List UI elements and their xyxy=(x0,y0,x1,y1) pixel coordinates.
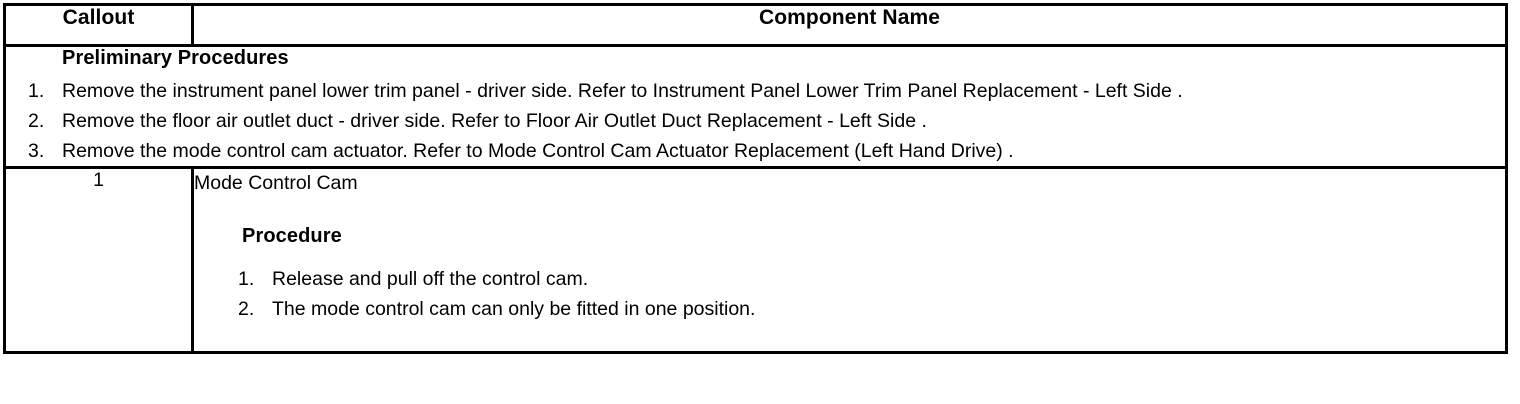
list-item-number: 1. xyxy=(28,80,45,102)
list-item-text: The mode control cam can only be fitted … xyxy=(272,298,756,320)
component-name-text: Mode Control Cam xyxy=(194,172,358,194)
preliminary-procedures-row: Preliminary Procedures 1. Remove the ins… xyxy=(3,44,1508,169)
component-detail-cell: Mode Control Cam Procedure 1. Release an… xyxy=(191,166,1508,354)
column-header-component-name: Component Name xyxy=(191,3,1508,47)
procedure-steps-list: 1. Release and pull off the control cam.… xyxy=(194,264,1505,324)
list-item-number: 1. xyxy=(238,268,255,290)
list-item: 3. Remove the mode control cam actuator.… xyxy=(6,136,1505,166)
list-item: 2. The mode control cam can only be fitt… xyxy=(194,294,1505,324)
list-item-text: Remove the mode control cam actuator. Re… xyxy=(62,140,1014,162)
list-item: 1. Release and pull off the control cam. xyxy=(194,264,1505,294)
list-item-number: 3. xyxy=(28,140,45,162)
service-procedure-table: Callout Component Name Preliminary Proce… xyxy=(3,3,1508,354)
list-item-text: Release and pull off the control cam. xyxy=(272,268,589,290)
procedure-heading: Procedure xyxy=(242,225,342,247)
preliminary-procedures-list: 1. Remove the instrument panel lower tri… xyxy=(6,76,1505,166)
column-header-callout: Callout xyxy=(3,3,194,47)
list-item-text: Remove the floor air outlet duct - drive… xyxy=(62,110,927,132)
table-body: Preliminary Procedures 1. Remove the ins… xyxy=(3,44,1508,354)
table-header-row: Callout Component Name xyxy=(3,3,1508,47)
preliminary-procedures-heading: Preliminary Procedures xyxy=(62,47,289,69)
list-item-number: 2. xyxy=(28,110,45,132)
list-item-number: 2. xyxy=(238,298,255,320)
list-item: 1. Remove the instrument panel lower tri… xyxy=(6,76,1505,106)
table-row: 1 Mode Control Cam Procedure 1. Release … xyxy=(3,166,1508,354)
list-item-text: Remove the instrument panel lower trim p… xyxy=(62,80,1183,102)
table-header: Callout Component Name xyxy=(3,3,1508,47)
preliminary-procedures-cell: Preliminary Procedures 1. Remove the ins… xyxy=(3,44,1508,169)
callout-number: 1 xyxy=(3,166,194,354)
list-item: 2. Remove the floor air outlet duct - dr… xyxy=(6,106,1505,136)
